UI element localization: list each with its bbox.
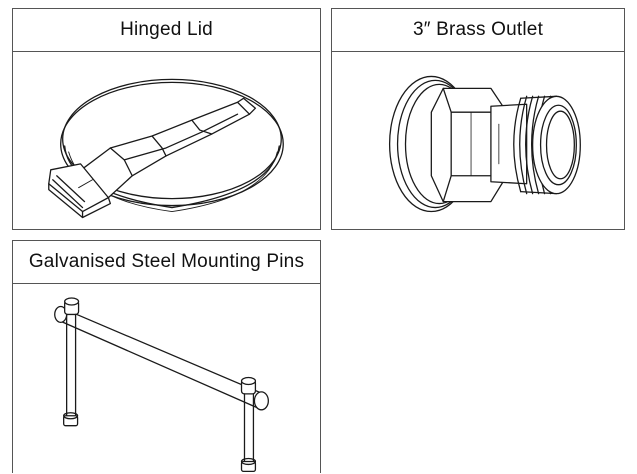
product-title: 3″ Brass Outlet	[332, 9, 624, 52]
product-card-hinged-lid: Hinged Lid	[12, 8, 321, 230]
brass-outlet-icon	[388, 75, 581, 213]
product-card-brass-outlet: 3″ Brass Outlet	[331, 8, 625, 230]
brass-outlet-image	[332, 52, 624, 230]
mounting-pins-icon	[54, 297, 269, 473]
product-card-mounting-pins: Galvanised Steel Mounting Pins	[12, 240, 321, 473]
mounting-pins-image	[13, 284, 320, 474]
hinged-lid-image	[13, 52, 320, 230]
hinged-lid-icon	[48, 78, 284, 219]
product-title: Galvanised Steel Mounting Pins	[13, 241, 320, 284]
product-title: Hinged Lid	[13, 9, 320, 52]
